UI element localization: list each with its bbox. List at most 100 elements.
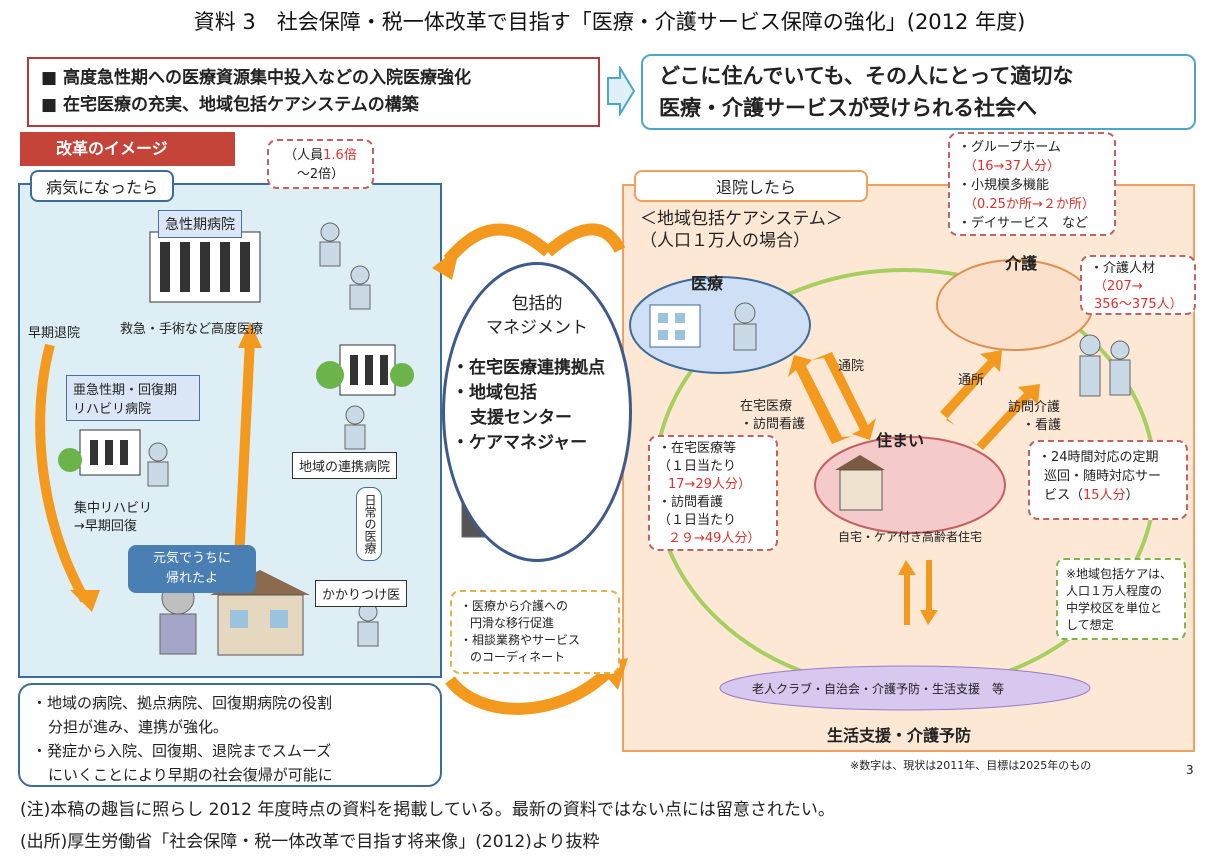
summary-line-1: ・地域の病院、拠点病院、回復期病院の役割 [32,694,333,712]
facility-l3: ・小規模多機能 [958,178,1050,193]
staff-ratio-value-2: ～2倍） [296,167,345,182]
acute-hospital-label: 急性期病院 [158,210,242,238]
rehab-label-2: リハビリ病院 [73,402,152,417]
medical-label: 医療 [691,274,724,293]
arrow-discharge [35,343,90,603]
area-l4: して想定 [1066,618,1114,632]
arrow-right-top [544,223,626,257]
arrow-left-top-head [432,246,460,280]
center-heading: 包括的 マネジメント [442,292,632,340]
left-panel-tab: 病気になったら [30,170,175,202]
rtc-l3: ビス（ [1044,488,1084,503]
center-item-3: ・ケアマネジャー [452,433,588,453]
rtc-l1: ・24時間対応の定期 [1038,450,1159,465]
home-medical-bubble: ・在宅医療等 （１日当たり 17→29人分） ・訪問看護 （１日当たり ２９→4… [648,435,778,551]
transition-line-1: ・医療から介護への [460,599,569,613]
center-item-1: ・在宅医療連携拠点 [452,358,605,378]
care-facility-bubble: ・グループホーム （16→37人分） ・小規模多機能 （0.25か所→２か所） … [948,132,1116,236]
home-medical-label: 在宅医療 ・訪問看護 [740,398,805,434]
staff-label: （人員 [284,148,324,163]
facility-l2: （16→37人分） [964,159,1060,174]
home-illustration-right [835,455,885,511]
rtc-l3b: 15人分 [1083,488,1126,503]
right-panel-tab: 退院したら [634,170,869,202]
comprehensive-management-oval [442,262,632,562]
rehab-label-1: 亜急性期・回復期 [73,383,178,398]
facility-l5: ・デイサービス など [958,216,1089,231]
arrows-care-home [940,350,1040,450]
footer-source: (出所)厚生労働省「社会保障・税一体改革で目指す将来像」(2012)より抜粋 [20,832,600,852]
bottom-left-summary: ・地域の病院、拠点病院、回復期病院の役割 分担が進み、連携が強化。 ・発症から入… [18,683,442,787]
home-medical-1: 在宅医療 [740,399,793,414]
outpatient-label: 通院 [838,359,865,374]
day-care-label: 通所 [958,373,985,388]
arrows-home-community [898,560,938,625]
rtc-l3c: ） [1125,488,1139,503]
home-speech-2: 帰れたよ [165,571,218,586]
transition-line-4: のコーディネート [470,650,566,664]
regional-hospital-illustration [316,344,414,396]
hm-l3: 17→29人分） [668,477,751,492]
care-label: 介護 [1005,254,1038,273]
care-staff-bubble: ・介護人材 （207→ 356～375人） [1080,255,1196,315]
arrow-discharge-head [70,590,100,612]
page-number: 3 [1186,763,1194,777]
center-heading-1: 包括的 [511,294,563,314]
medical-building-illustration [649,304,701,348]
medical-oval [629,276,811,374]
family-doctor-label: かかりつけ医 [315,580,408,607]
hm-l1: ・在宅医療等 [658,441,737,456]
summary-line-4: にいくことにより早期の社会復帰が可能に [48,766,333,784]
transition-line-2: 円滑な移行促進 [470,616,555,630]
community-label: 老人クラブ・自治会・介護予防・生活支援 等 [752,682,1005,696]
summary-line-3: ・発症から入院、回復期、退院までスムーズ [32,742,332,760]
regional-hospital-label: 地域の連携病院 [292,452,398,479]
goal-line-2: 医療・介護サービスが受けられる社会へ [659,96,1037,120]
area-l2: 人口１万人程度の [1066,584,1163,598]
page-title: 資料 3 社会保障・税一体改革で目指す「医療・介護サービス保障の強化」(2012… [193,10,1026,34]
staff-ratio-value: 1.6倍 [323,148,357,163]
policy-line-2: ■ 在宅医療の充実、地域包括ケアシステムの構築 [41,95,419,115]
center-item-2b: 支援センター [470,408,572,428]
right-arrow-icon [606,66,636,116]
policy-line-1: ■ 高度急性期への医療資源集中投入などの入院医療強化 [41,68,471,88]
transition-line-3: ・相談業務やサービス [460,633,581,647]
staff-l2: （207→ [1094,279,1143,294]
arrow-left-top [443,223,552,264]
center-items: ・在宅医療連携拠点 ・地域包括 支援センター ・ケアマネジャー [452,356,605,456]
staff-l3: 356～375人） [1094,297,1183,312]
goal-box: どこに住んでいても、その人にとって適切な 医療・介護サービスが受けられる社会へ [641,54,1196,130]
arrows-medical-home [788,352,876,444]
community-oval [719,665,1091,711]
home-caption: 自宅・ケア付き高齢者住宅 [838,530,983,544]
system-title-1: ＜地域包括ケアシステム＞ [640,209,843,229]
home-speech-bubble: 元気でうちに 帰れたよ [128,545,256,593]
arrow-bottom [445,665,615,715]
daily-care-label: 日常の医療 [356,487,382,561]
acute-caption: 救急・手術など高度医療 [120,322,264,337]
hm-l6: ２９→49人分） [668,531,761,546]
summary-line-2: 分担が進み、連携が強化。 [48,718,229,736]
facility-l4: （0.25か所→２か所） [964,197,1095,212]
home-medical-2: ・訪問看護 [740,417,806,432]
round-the-clock-bubble: ・24時間対応の定期 巡回・随時対応サー ビス（15人分） [1028,440,1188,520]
rehab-caption-2: →早期回復 [74,519,137,534]
system-title: ＜地域包括ケアシステム＞ （人口１万人の場合） [640,208,843,252]
staff-l1: ・介護人材 [1090,261,1156,276]
acute-hospital-illustration [149,231,261,303]
area-assumption-note: ※地域包括ケアは、 人口１万人程度の 中学校区を単位と して想定 [1056,558,1186,640]
rehab-hospital-label: 亜急性期・回復期 リハビリ病院 [66,375,200,421]
system-title-2: （人口１万人の場合） [640,231,810,251]
rehab-caption-1: 集中リハビリ [74,501,153,516]
rehab-hospital-illustration [58,429,141,476]
arrow-up-left-head [238,322,262,348]
rtc-l2: 巡回・随時対応サー [1044,469,1162,484]
center-heading-2: マネジメント [486,318,588,338]
footnote: ※数字は、現状は2011年、目標は2025年のもの [850,759,1092,772]
area-l1: ※地域包括ケアは、 [1066,567,1173,581]
rehab-caption: 集中リハビリ →早期回復 [74,500,152,536]
center-item-2a: ・地域包括 [452,383,537,403]
facility-l1: ・グループホーム [958,140,1061,155]
goal-line-1: どこに住んでいても、その人にとって適切な [659,64,1074,88]
area-l3: 中学校区を単位と [1066,601,1163,615]
